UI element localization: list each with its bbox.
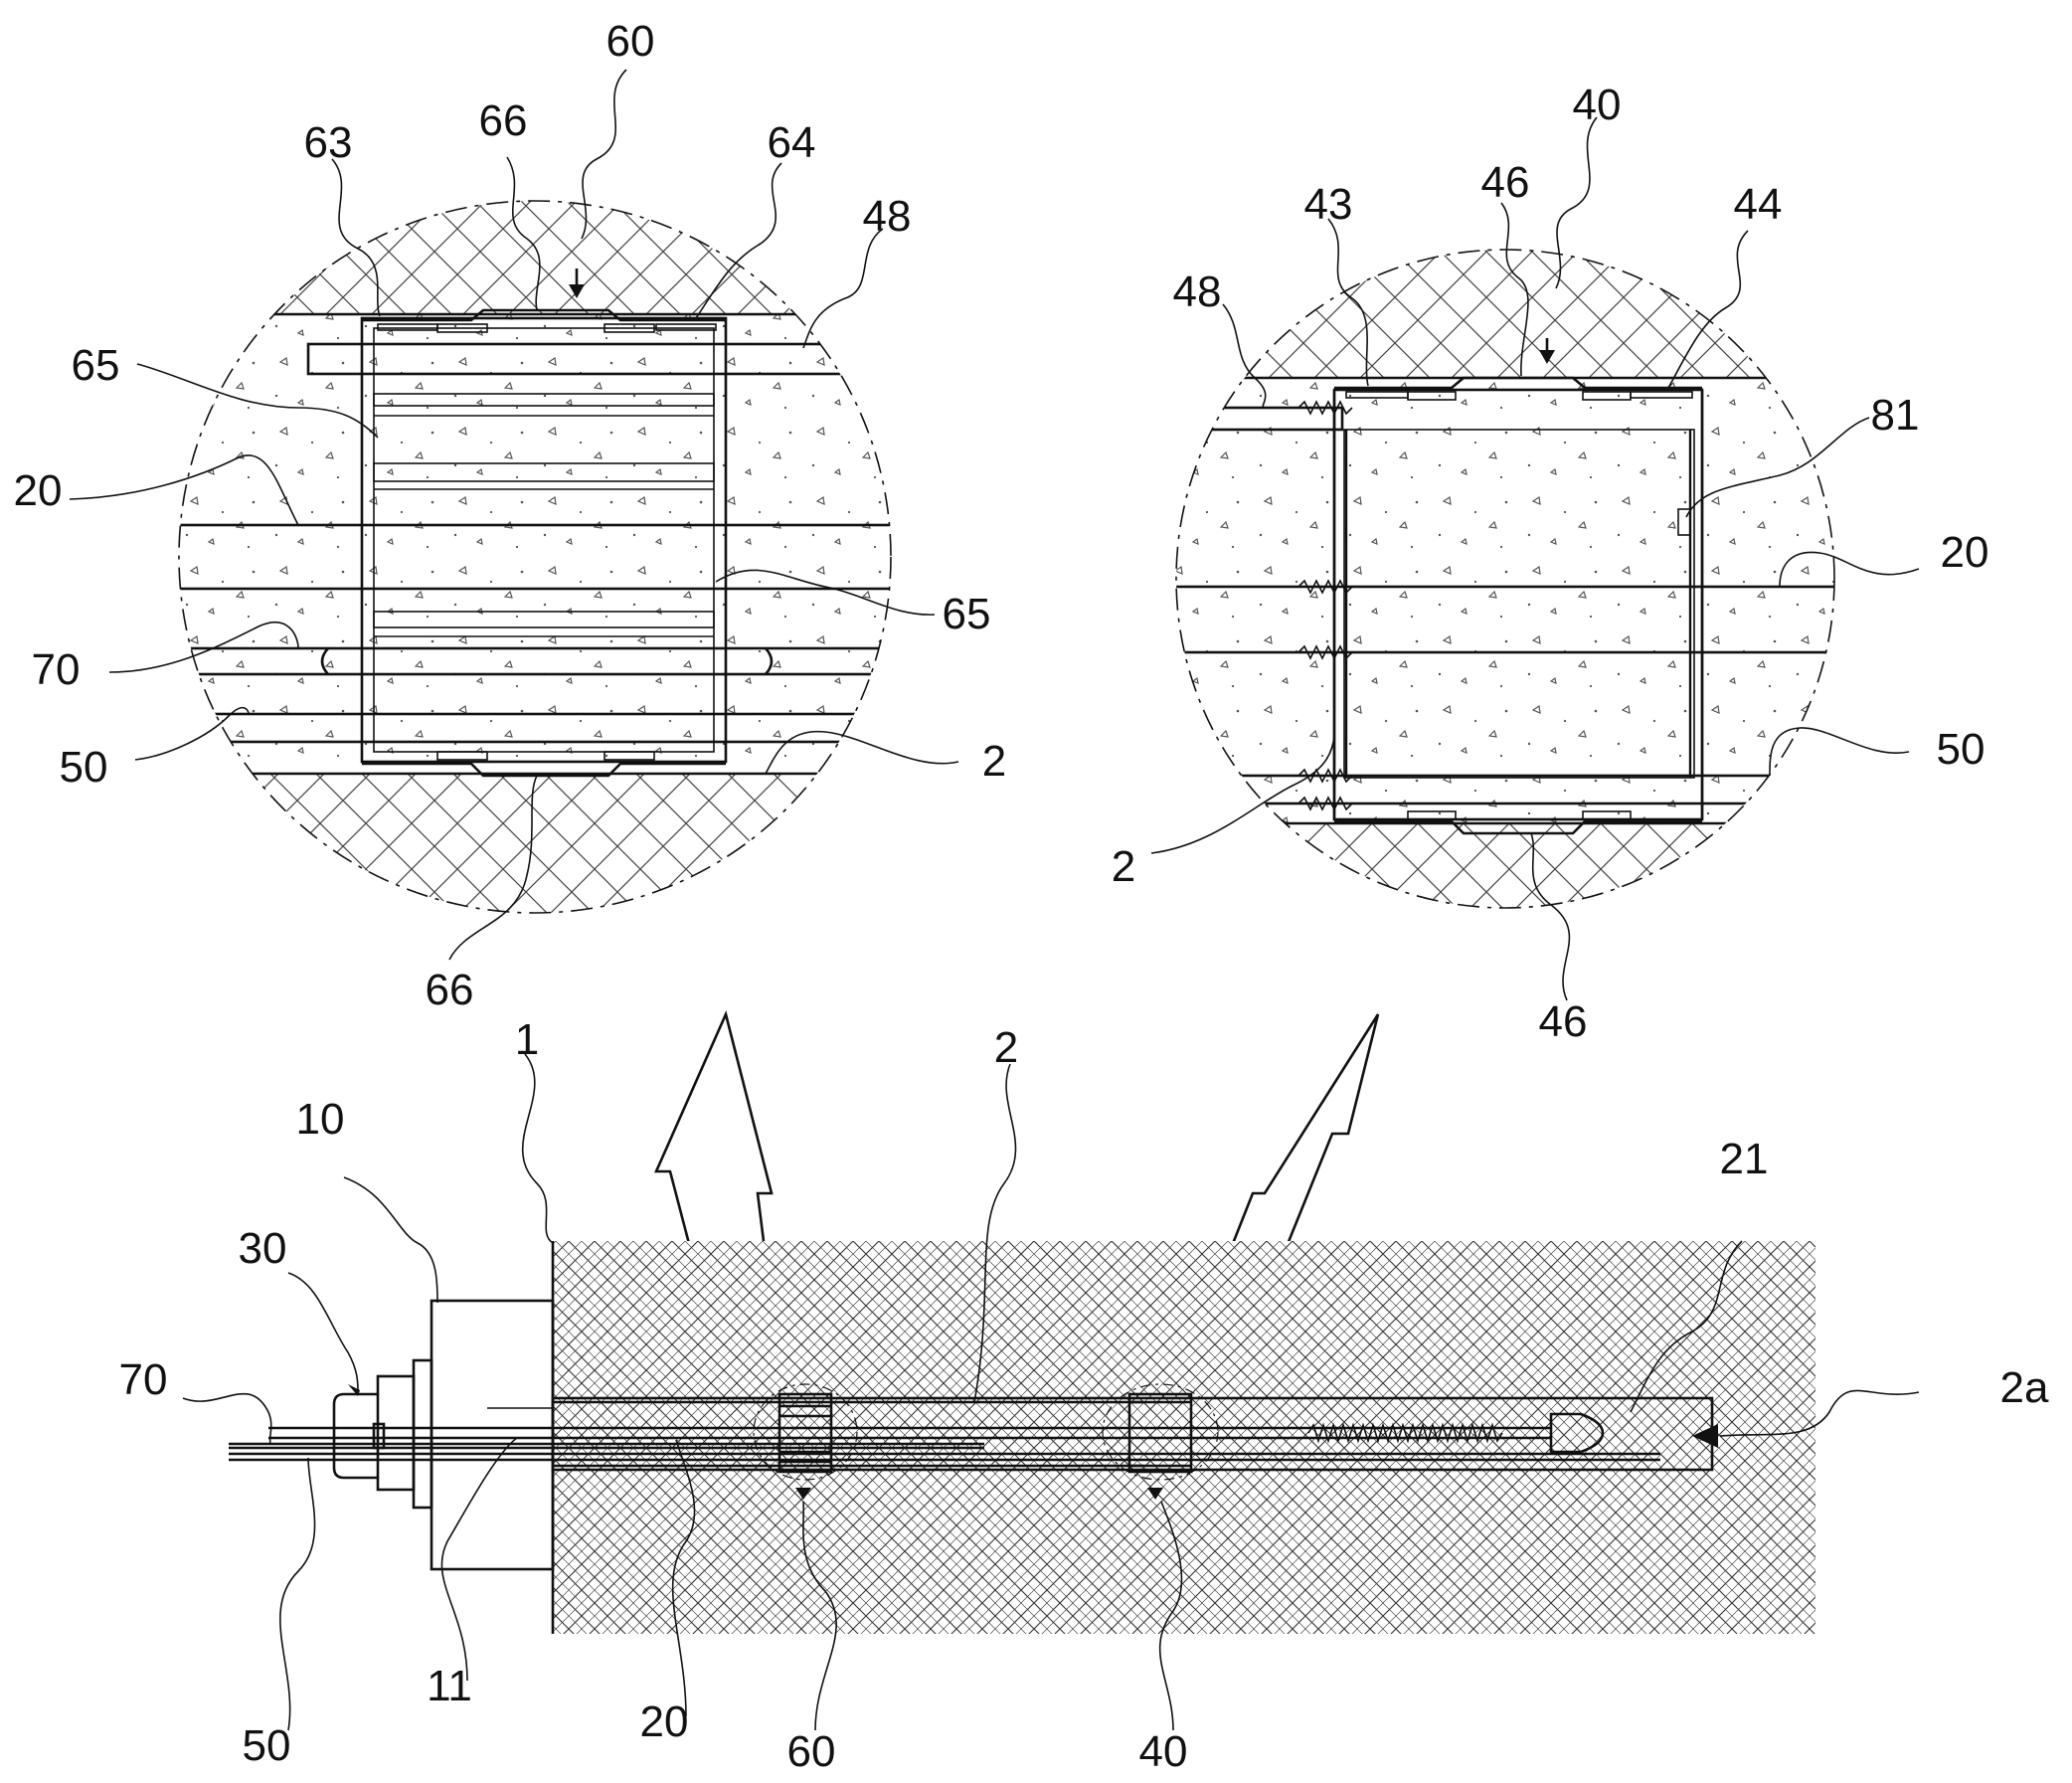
label-70-left: 70 bbox=[32, 645, 81, 694]
label-48-left: 48 bbox=[863, 192, 912, 241]
label-70-main: 70 bbox=[119, 1355, 168, 1404]
label-64: 64 bbox=[768, 118, 816, 167]
main-section-view bbox=[229, 1241, 1815, 1634]
label-46-top: 46 bbox=[1481, 158, 1530, 207]
label-66-bottom: 66 bbox=[426, 966, 474, 1014]
labels-main-view: 1 2 10 30 21 70 2a 11 20 50 60 40 bbox=[119, 1015, 2049, 1776]
label-40-main: 40 bbox=[1139, 1727, 1188, 1776]
label-44: 44 bbox=[1734, 180, 1783, 229]
label-60-main: 60 bbox=[787, 1727, 836, 1776]
label-48-right: 48 bbox=[1173, 267, 1222, 316]
packer-40-main bbox=[1102, 1383, 1219, 1481]
label-46-bottom: 46 bbox=[1539, 997, 1588, 1046]
leaders-right bbox=[1150, 116, 1920, 1001]
label-30: 30 bbox=[239, 1224, 287, 1273]
callout-arrows bbox=[654, 1010, 1380, 1385]
label-2-left: 2 bbox=[982, 737, 1006, 786]
labels-left-detail: 60 63 66 64 48 65 20 65 70 50 2 66 bbox=[14, 17, 1007, 1014]
label-50-main: 50 bbox=[243, 1721, 291, 1770]
label-2-main: 2 bbox=[994, 1023, 1018, 1072]
leaders-left bbox=[69, 69, 959, 961]
label-20-left: 20 bbox=[14, 466, 63, 515]
packer-60-main bbox=[753, 1383, 858, 1481]
label-65-left: 65 bbox=[72, 341, 120, 390]
packer-body-60 bbox=[360, 308, 728, 778]
label-66-top: 66 bbox=[479, 96, 528, 145]
label-81: 81 bbox=[1871, 391, 1920, 440]
label-2a: 2a bbox=[2000, 1363, 2049, 1412]
label-20-main: 20 bbox=[640, 1697, 689, 1746]
label-65-right: 65 bbox=[943, 590, 991, 638]
detail-circle-40 bbox=[1175, 249, 1835, 909]
label-10: 10 bbox=[296, 1095, 345, 1144]
packer-body-40 bbox=[1297, 376, 1704, 835]
leaders-main bbox=[182, 1053, 1920, 1731]
label-11: 11 bbox=[427, 1662, 472, 1710]
label-60-top: 60 bbox=[606, 17, 655, 66]
label-43: 43 bbox=[1304, 180, 1353, 229]
label-50-left: 50 bbox=[60, 743, 108, 792]
label-20-right: 20 bbox=[1941, 528, 1989, 577]
label-63: 63 bbox=[304, 118, 353, 167]
label-2-right: 2 bbox=[1112, 842, 1135, 891]
labels-right-detail: 40 43 46 44 48 81 20 50 2 46 bbox=[1112, 81, 1989, 1046]
label-21: 21 bbox=[1720, 1135, 1769, 1183]
label-1: 1 bbox=[515, 1015, 539, 1064]
label-50-right: 50 bbox=[1937, 725, 1986, 774]
label-40-top: 40 bbox=[1573, 81, 1622, 129]
